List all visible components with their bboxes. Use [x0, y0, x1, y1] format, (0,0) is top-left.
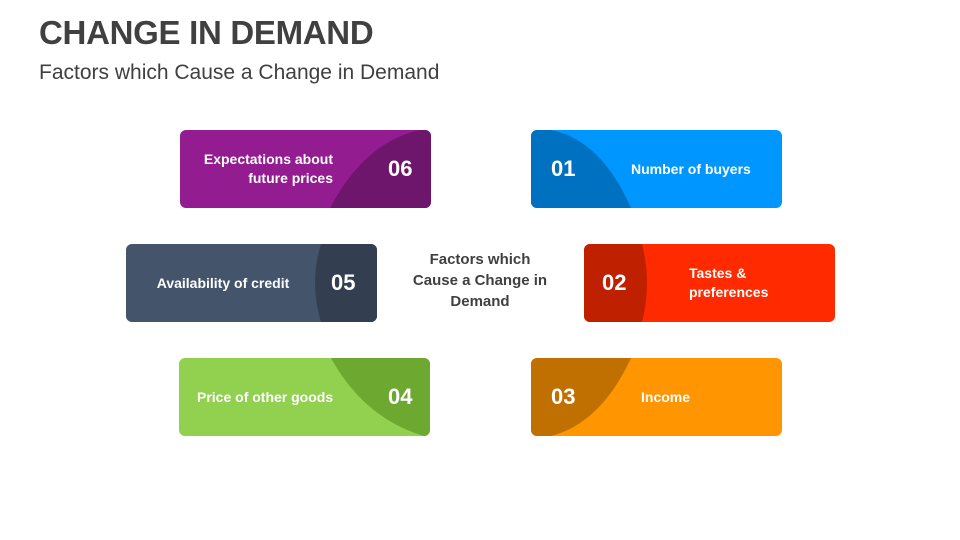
- factor-label: Number of buyers: [631, 130, 771, 208]
- card-background: [584, 244, 835, 322]
- factor-label: Expectations about future prices: [180, 130, 333, 208]
- factor-number: 04: [388, 384, 413, 409]
- factor-card-06: Expectations about future prices 06: [180, 130, 431, 208]
- page-title: CHANGE IN DEMAND: [39, 14, 374, 51]
- card-background: [126, 244, 377, 322]
- factor-number: 06: [388, 156, 413, 181]
- factor-number: 01: [551, 156, 576, 181]
- factor-number: 03: [551, 384, 576, 409]
- factor-label-text: Number of buyers: [631, 160, 751, 177]
- factor-number: 05: [331, 270, 356, 295]
- factor-label-text: Income: [641, 388, 691, 405]
- factor-label-text: Tastes & preferences: [689, 265, 769, 300]
- card-background: [179, 358, 430, 436]
- factor-label: Price of other goods: [197, 358, 347, 436]
- factor-card-01: 01 Number of buyers: [531, 130, 782, 208]
- factor-label: Tastes & preferences: [689, 244, 789, 322]
- factor-label: Availability of credit: [126, 244, 320, 322]
- factor-number: 02: [602, 270, 627, 295]
- factor-label: Income: [641, 358, 761, 436]
- center-label: Factors which Cause a Change in Demand: [412, 251, 548, 310]
- card-background: [180, 130, 431, 208]
- factor-card-02: 02 Tastes & preferences: [584, 244, 835, 322]
- factor-card-03: 03 Income: [531, 358, 782, 436]
- page-subtitle: Factors which Cause a Change in Demand: [39, 61, 440, 84]
- factor-label-text: Price of other goods: [197, 388, 334, 405]
- factor-label-text: Expectations about future prices: [203, 151, 333, 186]
- card-background: [531, 130, 782, 208]
- card-background: [531, 358, 782, 436]
- factor-card-04: Price of other goods 04: [179, 358, 430, 436]
- factor-label-text: Availability of credit: [156, 274, 290, 291]
- factor-card-05: Availability of credit 05: [126, 244, 377, 322]
